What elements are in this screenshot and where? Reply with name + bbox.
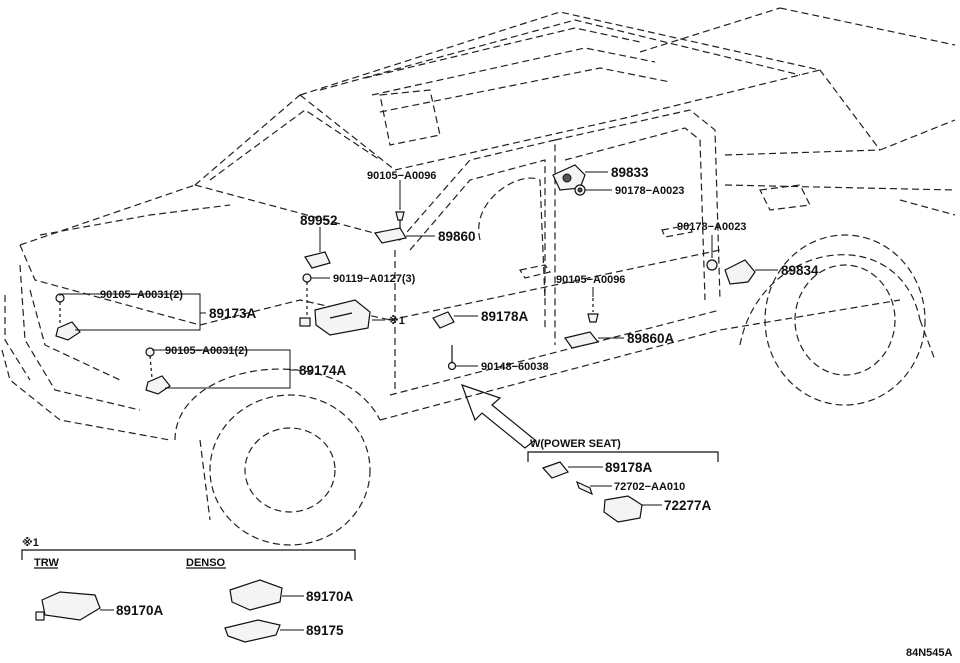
label-89834: 89834 — [781, 263, 819, 278]
sensor-89860a — [564, 331, 600, 349]
diagram-code: 84N545A — [906, 647, 953, 659]
label-90105-front-b: 90105−A0031(2) — [165, 345, 248, 357]
arrow-power-seat — [460, 384, 536, 449]
airbag-sensor-89833 — [552, 164, 586, 191]
label-ps-72702: 72702−AA010 — [614, 481, 685, 493]
variants-note: ※1 — [22, 537, 39, 549]
sensor-89178a-main — [432, 311, 455, 329]
label-denso-89175: 89175 — [306, 623, 344, 638]
bolt-90148 — [447, 345, 457, 371]
label-90148: 90148−60038 — [481, 361, 549, 373]
label-90105-lower: 90105−A0096 — [556, 274, 625, 286]
leader-lines — [59, 171, 778, 389]
truck-outline — [1, 7, 956, 546]
label-90178-lower: 90178−A0023 — [677, 221, 746, 233]
power-seat-sensor-89178a — [541, 461, 569, 479]
denso-bracket-89175 — [224, 619, 281, 643]
sensor-89860 — [373, 227, 407, 244]
variant-denso-label: DENSO — [186, 557, 226, 569]
label-89833: 89833 — [611, 165, 649, 180]
sensor-89952 — [304, 251, 331, 269]
front-sensor-89174a — [145, 347, 171, 395]
sensor-89834 — [724, 259, 756, 285]
power-seat-bracket-72277a — [603, 495, 643, 523]
label-90119: 90119−A0127(3) — [333, 273, 416, 285]
label-90105-front-a: 90105−A0031(2) — [100, 289, 183, 301]
label-89178a: 89178A — [481, 309, 529, 324]
trw-ecu-89170a — [41, 591, 101, 621]
nut-90178-upper — [574, 184, 586, 196]
nut-90178-lower — [706, 259, 718, 271]
label-trw-89170a: 89170A — [116, 603, 164, 618]
front-sensor-89173a — [55, 293, 81, 341]
bolt-90105-a0096-lower — [587, 298, 599, 323]
variant-trw-label: TRW — [34, 557, 59, 569]
power-seat-title: W(POWER SEAT) — [530, 438, 621, 450]
denso-ecu-89170a — [229, 579, 283, 611]
label-90105-upper: 90105−A0096 — [367, 170, 436, 182]
label-90178-upper: 90178−A0023 — [615, 185, 684, 197]
label-89174a: 89174A — [299, 363, 347, 378]
nut-90119 — [302, 273, 312, 320]
label-ps-72277a: 72277A — [664, 498, 712, 513]
label-89952: 89952 — [300, 213, 338, 228]
label-89173a: 89173A — [209, 306, 257, 321]
airbag-ecu — [299, 299, 371, 336]
label-89860: 89860 — [438, 229, 476, 244]
power-seat-inset: W(POWER SEAT) 89178A 72702−AA010 72277A — [527, 438, 719, 523]
power-seat-screw-72702 — [575, 480, 594, 496]
label-mark-on-ecu: ※1 — [388, 315, 405, 327]
label-89860a: 89860A — [627, 331, 675, 346]
label-ps-89178a: 89178A — [605, 460, 653, 475]
ecu-variants: ※1 TRW 89170A DENSO 89170A 89175 — [21, 537, 356, 643]
label-denso-89170a: 89170A — [306, 589, 354, 604]
